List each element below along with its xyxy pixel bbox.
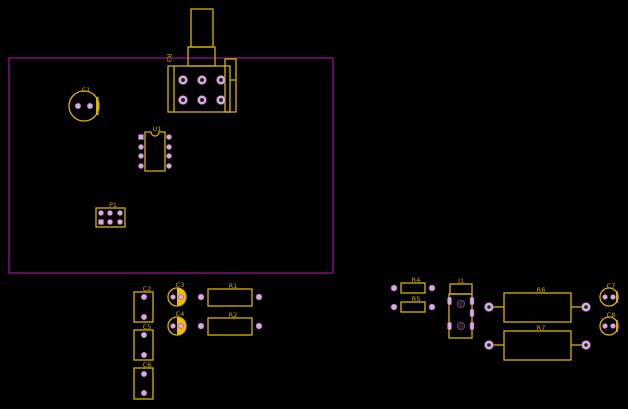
label-c3: C3	[176, 281, 185, 289]
component-r7[interactable]: R7	[484, 324, 591, 361]
component-c1[interactable]: C1	[68, 86, 100, 122]
label-r7: R7	[537, 324, 546, 332]
pads	[178, 75, 226, 105]
label-r4: R4	[412, 276, 421, 284]
component-r2[interactable]: R2	[197, 311, 263, 336]
label-u1: U1	[153, 125, 162, 133]
label-c4: C4	[176, 310, 185, 318]
component-c8[interactable]: C8	[599, 311, 619, 336]
component-p1[interactable]: P1	[95, 201, 126, 228]
label-c8: C8	[607, 311, 616, 319]
component-r6[interactable]: R6	[484, 286, 591, 323]
label-p1: P1	[109, 201, 117, 209]
label-r6: R6	[537, 286, 546, 294]
label-r3: R3	[165, 54, 173, 63]
label-c6: C6	[143, 361, 152, 369]
component-r5[interactable]: R5	[390, 295, 436, 313]
label-r2: R2	[229, 311, 238, 319]
component-c4[interactable]: C4	[167, 310, 187, 336]
label-c1: C1	[82, 86, 91, 94]
label-j1: J1	[457, 277, 464, 285]
component-c6[interactable]: C6	[133, 361, 154, 400]
label-c5: C5	[143, 323, 152, 331]
label-r5: R5	[412, 295, 421, 303]
label-r1: R1	[229, 282, 238, 290]
component-r4[interactable]: R4	[390, 276, 436, 294]
component-c7[interactable]: C7	[599, 282, 619, 307]
label-c7: C7	[607, 282, 616, 290]
component-u1[interactable]: U1	[138, 125, 172, 172]
component-c2[interactable]: C2	[133, 285, 154, 323]
component-j1[interactable]: J1	[447, 277, 475, 339]
component-r3[interactable]: R3	[165, 8, 237, 113]
component-c3[interactable]: C3	[167, 281, 187, 307]
board-outline	[8, 57, 334, 274]
label-c2: C2	[143, 285, 152, 293]
component-c5[interactable]: C5	[133, 323, 154, 361]
component-r1[interactable]: R1	[197, 282, 263, 307]
